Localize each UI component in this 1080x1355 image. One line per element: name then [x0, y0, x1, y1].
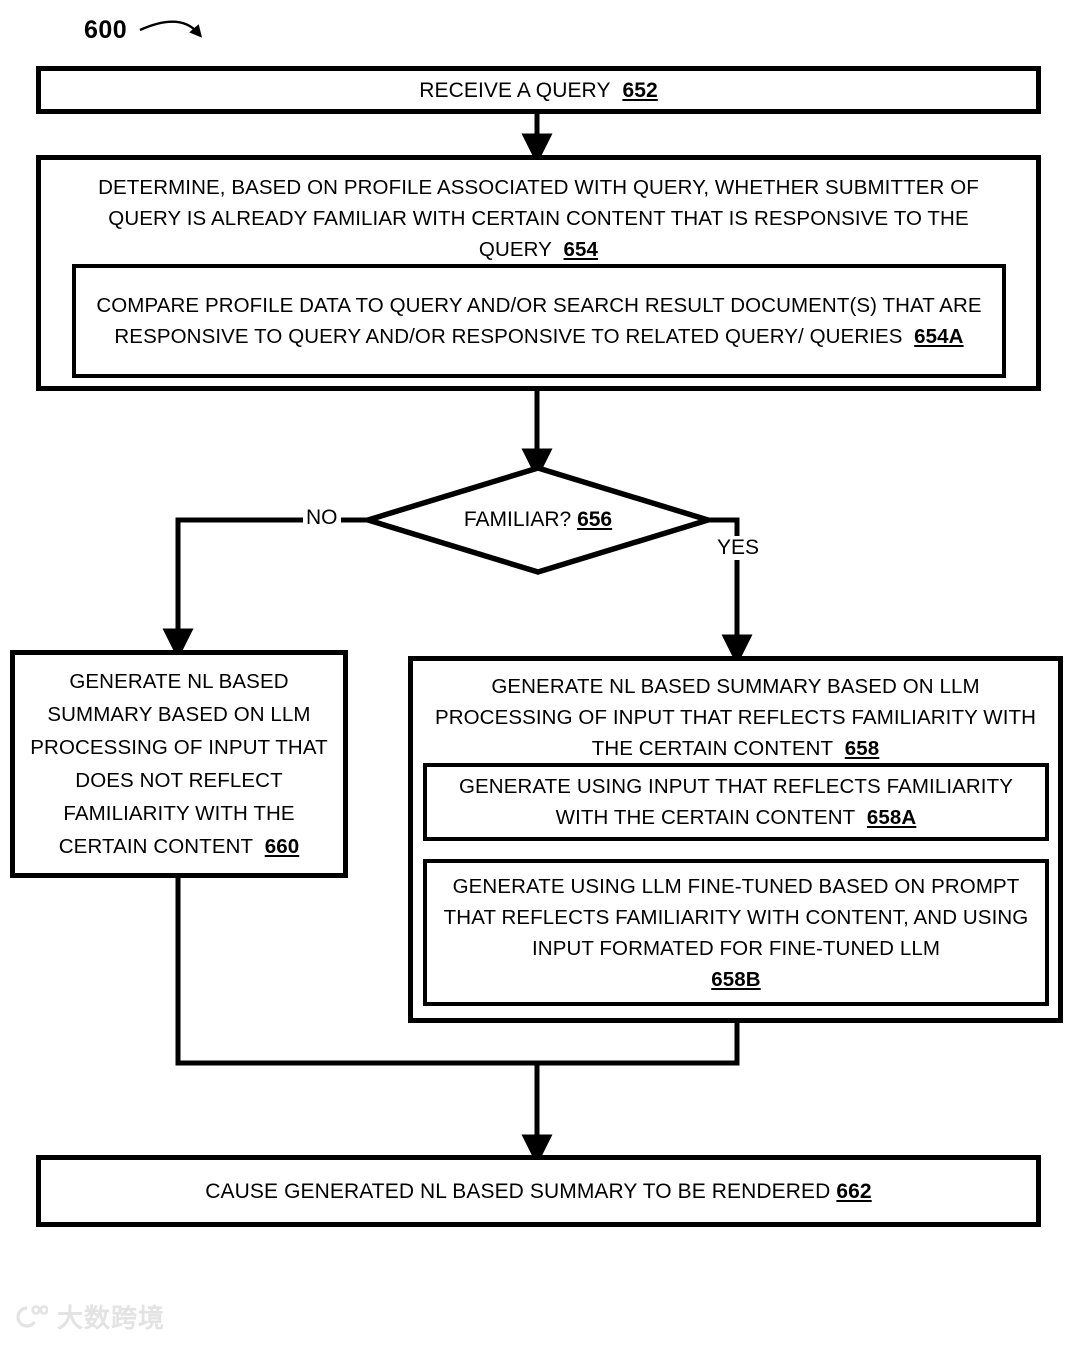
node-654-ref: 654 — [563, 238, 599, 261]
node-658-text: GENERATE NL BASED SUMMARY BASED ON LLM P… — [434, 675, 1037, 760]
node-generate-summary-not-familiar[interactable]: GENERATE NL BASED SUMMARY BASED ON LLM P… — [10, 650, 348, 878]
node-receive-query[interactable]: RECEIVE A QUERY 652 — [36, 66, 1041, 114]
node-compare-profile-data[interactable]: COMPARE PROFILE DATA TO QUERY AND/OR SEA… — [72, 264, 1006, 378]
node-654a-ref: 654A — [914, 325, 964, 348]
node-660-ref: 660 — [264, 835, 300, 858]
figure-callout-arrow — [139, 20, 203, 38]
node-658b-ref: 658B — [711, 967, 761, 991]
edge-label-no: NO — [303, 506, 341, 530]
node-656-text: FAMILIAR? 656 — [463, 508, 613, 531]
node-658a-text: GENERATE USING INPUT THAT REFLECTS FAMIL… — [458, 775, 1013, 829]
node-generate-using-input[interactable]: GENERATE USING INPUT THAT REFLECTS FAMIL… — [423, 763, 1049, 841]
watermark-text: 大数跨境 — [57, 1304, 166, 1334]
node-656-ref: 656 — [577, 508, 613, 531]
watermark-logo-icon — [16, 1304, 48, 1328]
edge-no-to-660 — [162, 517, 368, 660]
node-652-text: RECEIVE A QUERY 652 — [419, 78, 658, 102]
node-658b-text: GENERATE USING LLM FINE-TUNED BASED ON P… — [443, 874, 1029, 991]
node-662-text: CAUSE GENERATED NL BASED SUMMARY TO BE R… — [205, 1179, 872, 1203]
figure-number: 600 — [84, 16, 128, 44]
node-654a-text: COMPARE PROFILE DATA TO QUERY AND/OR SEA… — [96, 294, 982, 348]
node-render-summary[interactable]: CAUSE GENERATED NL BASED SUMMARY TO BE R… — [36, 1155, 1041, 1227]
node-658a-ref: 658A — [866, 806, 917, 829]
node-654-text: DETERMINE, BASED ON PROFILE ASSOCIATED W… — [98, 176, 979, 261]
watermark: 大数跨境 — [14, 1298, 165, 1335]
node-658-ref: 658 — [844, 737, 880, 760]
node-652-ref: 652 — [622, 78, 658, 102]
edge-label-yes: YES — [714, 536, 763, 560]
node-familiar-decision[interactable]: FAMILIAR? 656 — [368, 468, 708, 572]
node-662-ref: 662 — [836, 1179, 872, 1203]
node-660-text: GENERATE NL BASED SUMMARY BASED ON LLM P… — [30, 670, 328, 858]
node-generate-using-finetuned-llm[interactable]: GENERATE USING LLM FINE-TUNED BASED ON P… — [423, 859, 1049, 1006]
